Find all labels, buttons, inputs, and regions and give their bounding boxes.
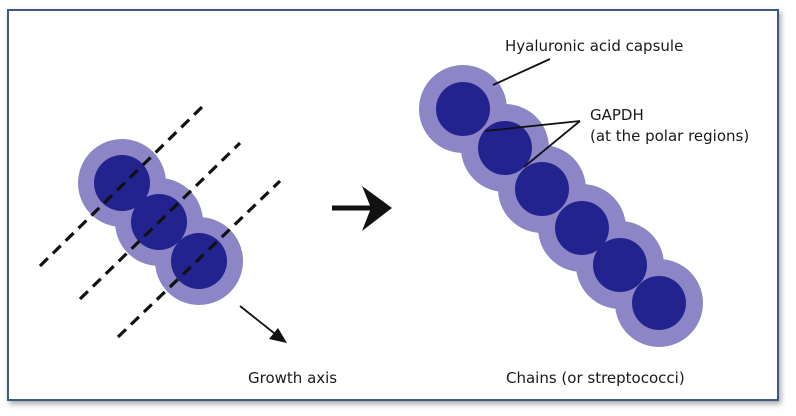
cell-core [436, 82, 490, 136]
cell-core [94, 155, 150, 211]
cell-core [632, 276, 686, 330]
capsule-pointer [492, 58, 551, 86]
chains-label: Chains (or streptococci) [506, 369, 685, 387]
growth-axis-arrow [239, 305, 287, 343]
cell-core [478, 121, 532, 175]
gapdh-label: GAPDH [590, 106, 644, 124]
division-line [116, 179, 282, 339]
division-lines [38, 104, 282, 339]
division-line [78, 141, 242, 301]
pointer-lines [484, 58, 581, 168]
growth-axis-label: Growth axis [248, 369, 337, 387]
division-line [38, 104, 205, 268]
gapdh-pointer [523, 120, 581, 168]
cell-core [555, 201, 609, 255]
capsule-label: Hyaluronic acid capsule [505, 37, 683, 55]
gapdh-pointer [484, 120, 581, 132]
gapdh-label-sub: (at the polar regions) [590, 127, 749, 145]
cell-core [515, 162, 569, 216]
cell-core [593, 238, 647, 292]
transition-arrow [332, 186, 392, 231]
